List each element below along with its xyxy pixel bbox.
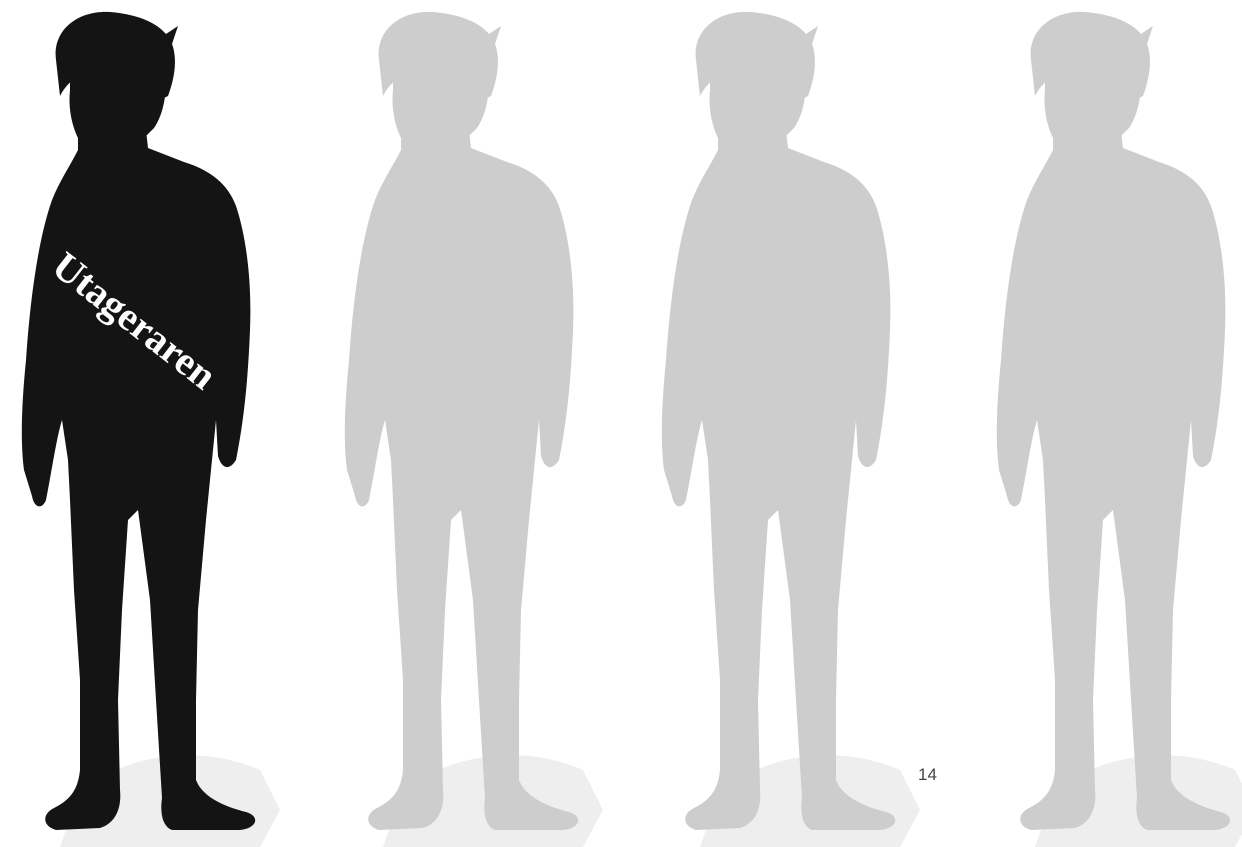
body-shape	[22, 130, 255, 830]
silhouette-shape	[935, 0, 1242, 847]
head-shape	[709, 28, 806, 138]
silhouette-shape	[0, 0, 280, 847]
silhouette-muted	[935, 0, 1242, 847]
head-shape	[1044, 28, 1141, 138]
body-shape	[997, 130, 1230, 830]
head-shape	[392, 28, 489, 138]
slide-number: 14	[918, 765, 937, 785]
silhouette-shape	[600, 0, 920, 847]
body-shape	[662, 130, 895, 830]
silhouette-muted	[600, 0, 920, 847]
body-shape	[345, 130, 578, 830]
silhouette-highlighted	[0, 0, 280, 847]
silhouette-muted	[283, 0, 603, 847]
head-shape	[69, 28, 166, 138]
silhouette-shape	[283, 0, 603, 847]
